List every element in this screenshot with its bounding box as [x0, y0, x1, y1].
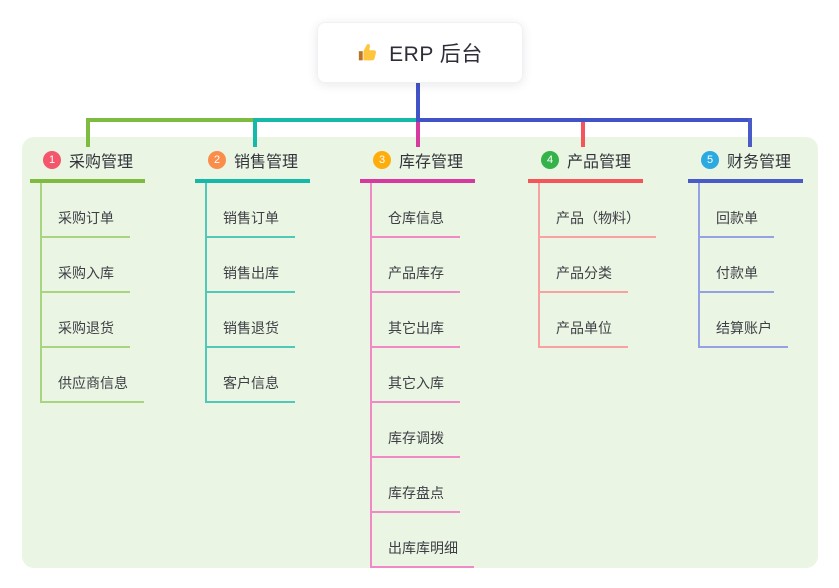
branch-item[interactable]: 采购订单	[42, 183, 130, 238]
branch-header[interactable]: 4 产品管理	[528, 148, 644, 183]
branch-header[interactable]: 5 财务管理	[688, 148, 804, 183]
bus-line-segment-teal	[255, 118, 418, 122]
branch-item[interactable]: 库存盘点	[372, 458, 460, 513]
branch-item[interactable]: 库存调拨	[372, 403, 460, 458]
branch-item[interactable]: 仓库信息	[372, 183, 460, 238]
branch-item[interactable]: 结算账户	[700, 293, 788, 348]
branch-connector-line	[416, 122, 420, 147]
branch-item[interactable]: 销售订单	[207, 183, 295, 238]
branch-item[interactable]: 销售出库	[207, 238, 295, 293]
branch-connector-line	[581, 122, 585, 147]
branch-number-badge: 2	[208, 151, 226, 169]
branch-item[interactable]: 采购入库	[42, 238, 130, 293]
branch-item[interactable]: 产品库存	[372, 238, 460, 293]
branch-label: 库存管理	[399, 154, 464, 171]
branch-item[interactable]: 供应商信息	[42, 348, 144, 403]
branch-label: 销售管理	[234, 154, 299, 171]
branch-item[interactable]: 其它出库	[372, 293, 460, 348]
branch-item[interactable]: 销售退货	[207, 293, 295, 348]
branch-item[interactable]: 产品分类	[540, 238, 628, 293]
branch: 4 产品管理 产品（物料）产品分类产品单位	[528, 148, 656, 348]
branch-label: 财务管理	[727, 154, 792, 171]
branch-number-badge: 4	[541, 151, 559, 169]
branch-item[interactable]: 出库库明细	[372, 513, 474, 568]
branch: 3 库存管理 仓库信息产品库存其它出库其它入库库存调拨库存盘点出库库明细	[360, 148, 476, 568]
branch-item[interactable]: 其它入库	[372, 348, 460, 403]
branch-items: 仓库信息产品库存其它出库其它入库库存调拨库存盘点出库库明细	[370, 183, 475, 568]
branch-item[interactable]: 产品（物料）	[540, 183, 656, 238]
root-connector-line	[416, 83, 420, 122]
branch-header[interactable]: 3 库存管理	[360, 148, 476, 183]
branch-item[interactable]: 回款单	[700, 183, 774, 238]
branch-connector-line	[748, 118, 752, 147]
root-node[interactable]: ERP 后台	[317, 22, 523, 83]
branch-number-badge: 1	[43, 151, 61, 169]
branch-item[interactable]: 采购退货	[42, 293, 130, 348]
branch-items: 销售订单销售出库销售退货客户信息	[205, 183, 310, 403]
thumbs-up-icon	[357, 42, 379, 64]
bus-line-segment-green	[86, 118, 257, 122]
branch-connector-line	[253, 118, 257, 147]
branch-items: 产品（物料）产品分类产品单位	[538, 183, 656, 348]
branches-panel	[22, 137, 818, 568]
branch-connector-line	[86, 118, 90, 147]
branch-number-badge: 3	[373, 151, 391, 169]
branch-items: 采购订单采购入库采购退货供应商信息	[40, 183, 145, 403]
branch-label: 采购管理	[69, 154, 134, 171]
branch-header[interactable]: 1 采购管理	[30, 148, 146, 183]
branch-items: 回款单付款单结算账户	[698, 183, 803, 348]
branch: 1 采购管理 采购订单采购入库采购退货供应商信息	[30, 148, 146, 403]
branch-number-badge: 5	[701, 151, 719, 169]
bus-line-segment-blue	[416, 118, 752, 122]
branch-item[interactable]: 付款单	[700, 238, 774, 293]
branch: 5 财务管理 回款单付款单结算账户	[688, 148, 804, 348]
root-title: ERP 后台	[389, 42, 483, 66]
branch-header[interactable]: 2 销售管理	[195, 148, 311, 183]
branch: 2 销售管理 销售订单销售出库销售退货客户信息	[195, 148, 311, 403]
branch-label: 产品管理	[567, 154, 632, 171]
branch-item[interactable]: 客户信息	[207, 348, 295, 403]
branch-item[interactable]: 产品单位	[540, 293, 628, 348]
